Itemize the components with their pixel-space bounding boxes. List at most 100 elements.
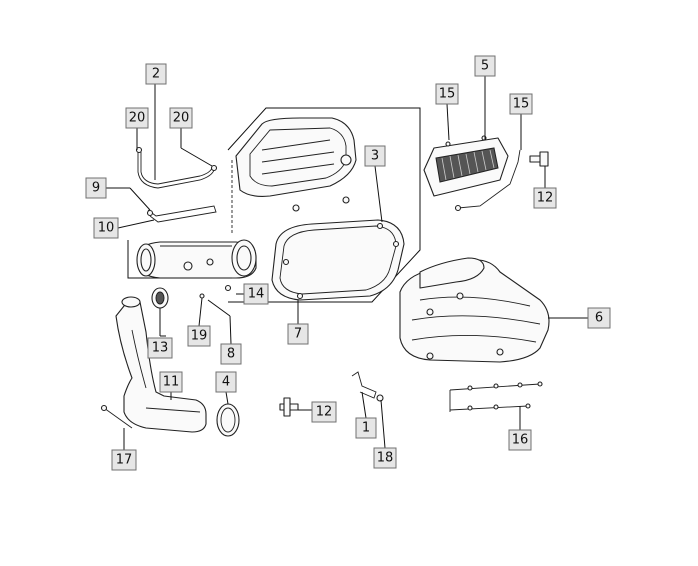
callout-number: 20 xyxy=(129,111,146,126)
callout-number: 6 xyxy=(595,311,603,326)
callout-number: 13 xyxy=(152,341,169,356)
assembly-outline xyxy=(227,107,421,303)
callout-number: 10 xyxy=(98,221,115,236)
part-bracket-1 xyxy=(351,371,377,399)
part-clamp-4 xyxy=(216,403,240,437)
label-16: 16 xyxy=(508,429,532,451)
callout-box xyxy=(159,371,183,393)
callout-box xyxy=(147,337,173,359)
label-5: 5 xyxy=(474,55,496,77)
part-intake-duct xyxy=(136,239,257,279)
callout-number: 3 xyxy=(371,149,379,164)
callout-box xyxy=(243,283,269,305)
label-17: 17 xyxy=(111,449,137,471)
callout-number: 14 xyxy=(248,287,265,302)
part-outer-cover xyxy=(399,257,550,363)
label-4: 4 xyxy=(215,371,237,393)
label-20-left: 20 xyxy=(125,107,149,129)
label-15-left: 15 xyxy=(435,83,459,105)
callout-box xyxy=(187,325,211,347)
callout-box xyxy=(539,151,549,167)
part-cover-gasket xyxy=(271,219,405,301)
callout-box xyxy=(474,55,496,77)
callout-number: 5 xyxy=(481,59,489,74)
label-13: 13 xyxy=(147,337,173,359)
part-rod-15 xyxy=(457,149,521,209)
part-rod-lower xyxy=(147,205,217,223)
label-15-right: 15 xyxy=(509,93,533,115)
callout-box xyxy=(435,83,459,105)
label-19: 19 xyxy=(187,325,211,347)
callout-box xyxy=(355,417,377,439)
callout-number: 18 xyxy=(377,451,394,466)
part-airbox-housing xyxy=(231,117,357,235)
callout-box xyxy=(169,107,193,129)
part-rod-upper xyxy=(137,150,215,189)
callout-box xyxy=(311,401,337,423)
callout-number: 15 xyxy=(513,97,530,112)
callout-number: 8 xyxy=(227,347,235,362)
callout-number: 9 xyxy=(92,181,100,196)
callout-number: 1 xyxy=(362,421,370,436)
label-7: 7 xyxy=(287,323,309,345)
callout-number: 7 xyxy=(294,327,302,342)
callout-number: 12 xyxy=(537,191,554,206)
callout-box xyxy=(111,449,137,471)
duct-bracket xyxy=(127,240,232,279)
part-bolt-12-lower xyxy=(279,397,299,417)
callout-box xyxy=(508,429,532,451)
label-6: 6 xyxy=(587,307,611,329)
callout-box xyxy=(125,107,149,129)
callout-number: 20 xyxy=(173,111,190,126)
part-screw-14 xyxy=(224,284,232,292)
part-rod-end-right xyxy=(210,164,218,172)
callout-number: 2 xyxy=(152,67,160,82)
label-3: 3 xyxy=(364,145,386,167)
callout-box xyxy=(373,447,397,469)
part-washer-18 xyxy=(376,394,384,402)
part-filter-element xyxy=(423,135,509,197)
label-11: 11 xyxy=(159,371,183,393)
part-intake-hose xyxy=(115,296,207,433)
callout-number: 12 xyxy=(316,405,333,420)
callout-box xyxy=(587,307,611,329)
callout-labels: 2 20 20 9 10 3 5 15 15 12 6 14 13 19 7 8… xyxy=(85,55,611,471)
part-rod-upper-2 xyxy=(140,152,213,185)
label-12-lower: 12 xyxy=(311,401,337,423)
callout-box xyxy=(93,217,119,239)
label-8: 8 xyxy=(220,343,242,365)
label-14: 14 xyxy=(243,283,269,305)
callout-box xyxy=(533,187,557,209)
label-18: 18 xyxy=(373,447,397,469)
callout-box xyxy=(145,63,167,85)
callout-box xyxy=(215,371,237,393)
callout-box xyxy=(220,343,242,365)
part-bolt-12-upper xyxy=(529,151,549,167)
callout-box xyxy=(283,397,291,417)
callout-number: 16 xyxy=(512,433,529,448)
label-10: 10 xyxy=(93,217,119,239)
callout-number: 11 xyxy=(163,375,180,390)
callout-number: 4 xyxy=(222,375,230,390)
callout-number: 15 xyxy=(439,87,456,102)
part-screw-17 xyxy=(100,404,133,429)
label-20-right: 20 xyxy=(169,107,193,129)
leader-lines xyxy=(106,76,588,450)
callout-box xyxy=(509,93,533,115)
callout-box xyxy=(364,145,386,167)
label-1: 1 xyxy=(355,417,377,439)
callout-box xyxy=(85,177,107,199)
callout-box xyxy=(287,323,309,345)
callout-number: 17 xyxy=(116,453,133,468)
part-clamp-13 xyxy=(151,287,169,309)
part-screws-16 xyxy=(449,381,543,412)
part-rods-group xyxy=(135,146,218,223)
label-12-upper: 12 xyxy=(533,187,557,209)
part-rod-15-end xyxy=(454,204,462,212)
label-2: 2 xyxy=(145,63,167,85)
part-rod-lower-end xyxy=(146,209,154,217)
callout-number: 19 xyxy=(191,329,208,344)
part-screw-19 xyxy=(199,293,205,299)
label-9: 9 xyxy=(85,177,107,199)
